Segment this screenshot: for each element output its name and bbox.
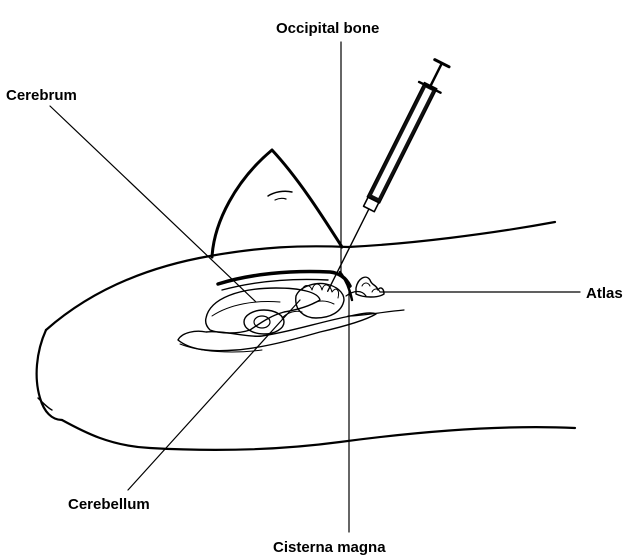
ear-outline	[212, 150, 342, 257]
syringe-needle	[328, 209, 369, 291]
atlas-vertebra	[356, 277, 384, 297]
skull-roof-outer	[218, 272, 350, 287]
cisterna-magna-label: Cisterna magna	[273, 540, 386, 555]
cerebellum-label: Cerebellum	[68, 497, 150, 512]
syringe-plunger-rod	[430, 65, 441, 87]
cerebrum-leader-line	[50, 106, 256, 302]
cerebrum-fold	[212, 302, 280, 316]
atlas-detail	[362, 283, 370, 286]
atlas-label: Atlas	[586, 286, 623, 301]
occipital-bone-label: Occipital bone	[276, 21, 379, 36]
ventral-outline	[62, 420, 575, 450]
snout-outline	[37, 330, 62, 420]
syringe-barrel-window	[372, 88, 432, 198]
ear-inner-mark	[268, 191, 292, 196]
thalamus-region	[244, 310, 284, 334]
cerebellum-arbor	[312, 301, 334, 304]
cerebellum-leader-line	[128, 300, 300, 490]
ear-inner-mark-2	[275, 198, 286, 200]
cerebrum-label: Cerebrum	[6, 88, 77, 103]
head-dorsal-outline	[46, 222, 555, 330]
neck-tissue	[348, 310, 404, 316]
syringe	[317, 58, 453, 297]
